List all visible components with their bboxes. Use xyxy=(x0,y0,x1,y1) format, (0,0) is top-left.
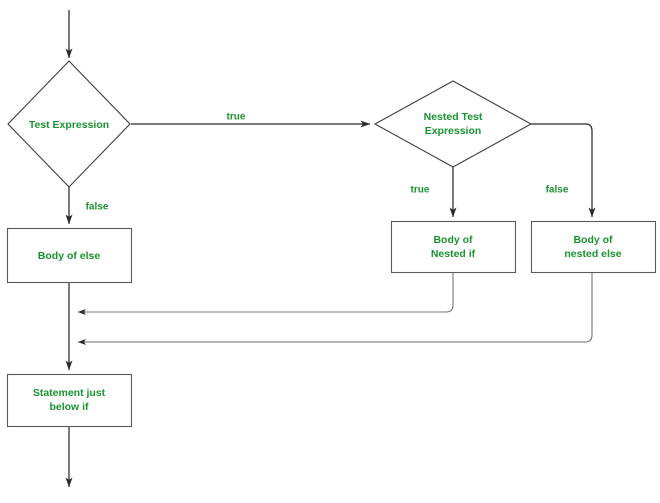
nested-test-expression-label-line1: Nested Test xyxy=(424,111,483,123)
body-of-nested-else-label-line1: Body of xyxy=(573,234,613,246)
body-of-nested-else-label-line2: nested else xyxy=(564,248,621,260)
node-test-expression[interactable]: Test Expression xyxy=(7,60,131,188)
body-of-nested-else-box xyxy=(530,220,657,274)
body-of-nested-if-label-line1: Body of xyxy=(433,234,473,246)
nested-test-expression-diamond xyxy=(373,80,533,168)
node-nested-test-expression[interactable]: Nested Test Expression xyxy=(373,80,533,168)
body-of-nested-if-label-line2: Nested if xyxy=(431,248,476,260)
statement-just-below-if-label-line1: Statement just xyxy=(33,387,106,399)
body-of-nested-if-box xyxy=(390,220,517,274)
body-of-else-label: Body of else xyxy=(38,250,101,262)
edge-label-test-true: true xyxy=(227,112,246,123)
node-body-of-nested-else[interactable]: Body of nested else xyxy=(530,220,657,274)
statement-just-below-if-box xyxy=(6,373,133,428)
edge-nested-false xyxy=(531,123,596,218)
test-expression-diamond xyxy=(7,60,131,188)
edge-label-test-false: false xyxy=(86,202,109,213)
nested-test-expression-label-line2: Expression xyxy=(425,125,482,137)
test-expression-label: Test Expression xyxy=(29,119,109,131)
edge-label-nested-true: true xyxy=(411,185,430,196)
node-statement-just-below-if[interactable]: Statement just below if xyxy=(6,373,133,428)
edge-nested-if-merge xyxy=(77,272,454,315)
edge-label-nested-false: false xyxy=(546,185,569,196)
statement-just-below-if-label-line2: below if xyxy=(49,401,89,413)
body-of-else-box xyxy=(6,227,133,284)
edge-nested-else-merge xyxy=(77,272,593,345)
node-body-of-else[interactable]: Body of else xyxy=(6,227,133,284)
node-body-of-nested-if[interactable]: Body of Nested if xyxy=(390,220,517,274)
